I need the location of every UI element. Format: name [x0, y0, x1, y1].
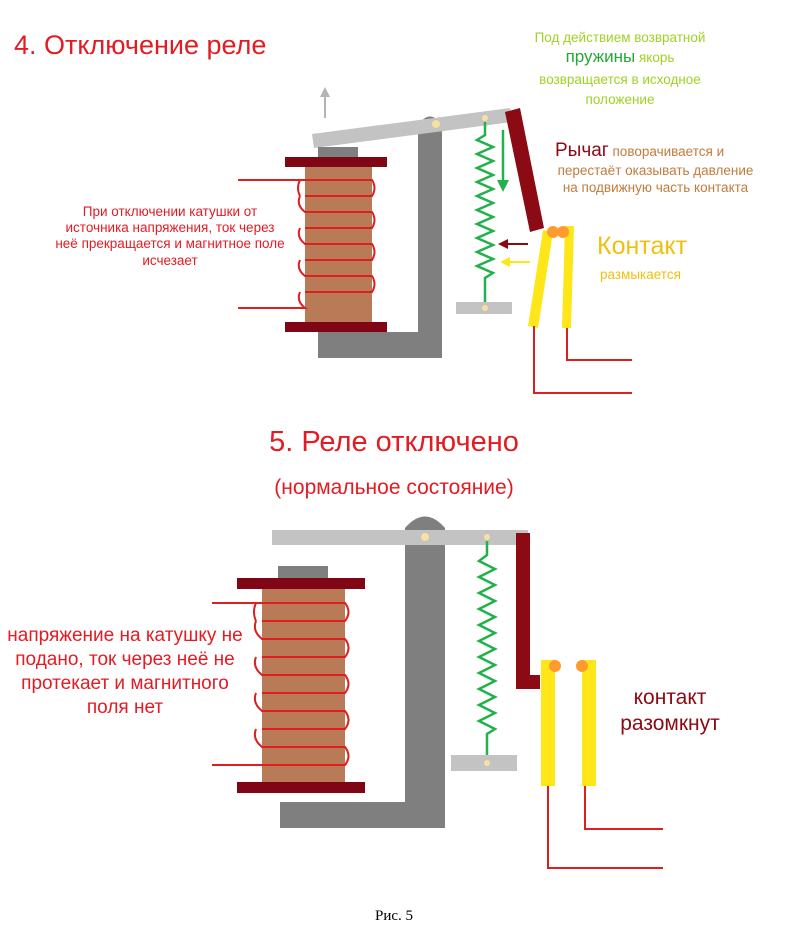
section-2-coil-note: напряжение на катушку не подано, ток чер…	[7, 625, 243, 718]
relay-1-wire-moving	[533, 326, 547, 394]
section-1-contact-label: Контакт	[597, 232, 688, 260]
relay-1-coil-flange-top	[285, 157, 387, 167]
relay-1-contact-fixed	[562, 226, 574, 328]
relay-2-frame	[280, 516, 445, 828]
relay-2-coil-flange-top	[237, 578, 365, 589]
relay-1	[238, 87, 632, 394]
relay-1-armature	[312, 108, 512, 148]
section-1-spring-note-rest: якорь	[638, 50, 675, 65]
relay-2-armature	[272, 530, 528, 545]
section-1-contact-note: размыкается	[600, 267, 681, 282]
section-1-coil-note: При отключении катушки от источника напр…	[55, 204, 285, 268]
relay-2-coil-flange-bottom	[237, 782, 365, 793]
section-1-lever-note-line-2: перестаёт оказывать давление	[557, 163, 754, 178]
section-1-title: 4. Отключение реле	[14, 30, 267, 60]
section-1-lever-note-strong: Рычаг	[555, 140, 609, 161]
relay-2-core-top	[278, 566, 328, 580]
relay-2-coil-winding	[212, 602, 350, 766]
section-1-spring-note-line-2: пружины якорь	[515, 47, 725, 67]
relay-1-contact-tip-2	[557, 226, 569, 238]
relay-2	[212, 516, 663, 869]
relay-1-frame	[318, 116, 442, 358]
section-1-lever-note-line-3: на подвижную часть контакта	[562, 180, 749, 195]
relay-2-spring-anchor	[484, 760, 490, 766]
relay-1-wire-fixed	[566, 328, 632, 361]
relay-1-lever	[505, 108, 544, 232]
relay-2-contact-tip-1	[549, 660, 561, 672]
relay-1-contact-moving	[528, 230, 553, 328]
relay-2-contact-moving	[541, 660, 555, 786]
relay-1-coil-core	[318, 147, 358, 157]
section-1-spring-note-strong: пружины	[565, 47, 636, 66]
relay-2-pivot	[421, 533, 429, 541]
relay-1-contact-tip-1	[547, 226, 559, 238]
section-1-lever-note-rest: поворачивается и	[612, 144, 725, 159]
relay-2-spring	[476, 541, 498, 755]
section-2-title: 5. Реле отключено	[269, 426, 519, 458]
section-1-spring-note-line-4: положение	[585, 92, 655, 107]
section-1-spring-note-line-1: Под действием возвратной	[534, 30, 706, 45]
figure-caption: Рис. 5	[374, 908, 414, 924]
relay-2-contact-tip-2	[576, 660, 588, 672]
section-1-spring-note-line-3: возвращается в исходное	[539, 72, 701, 87]
relay-1-spring-top	[482, 115, 488, 121]
relay-2-coil-body	[262, 589, 345, 782]
relay-2-contact-fixed	[582, 660, 596, 786]
relay-1-coil-winding	[238, 179, 376, 309]
section-2-subtitle: (нормальное состояние)	[274, 476, 514, 499]
relay-1-pivot	[432, 120, 440, 128]
relay-2-wire-moving	[547, 786, 663, 869]
relay-2-wire-fixed	[584, 786, 663, 830]
relay-2-lever	[516, 533, 540, 689]
section-1-lever-note-line-1: Рычаг поворачивается и	[555, 140, 724, 162]
relay-2-spring-top	[484, 534, 490, 540]
relay-1-spring	[473, 122, 497, 302]
relay-1-coil-flange-bottom	[285, 322, 387, 332]
section-2-contact-note: контакт разомкнут	[620, 686, 720, 736]
relay-1-spring-anchor	[482, 305, 488, 311]
